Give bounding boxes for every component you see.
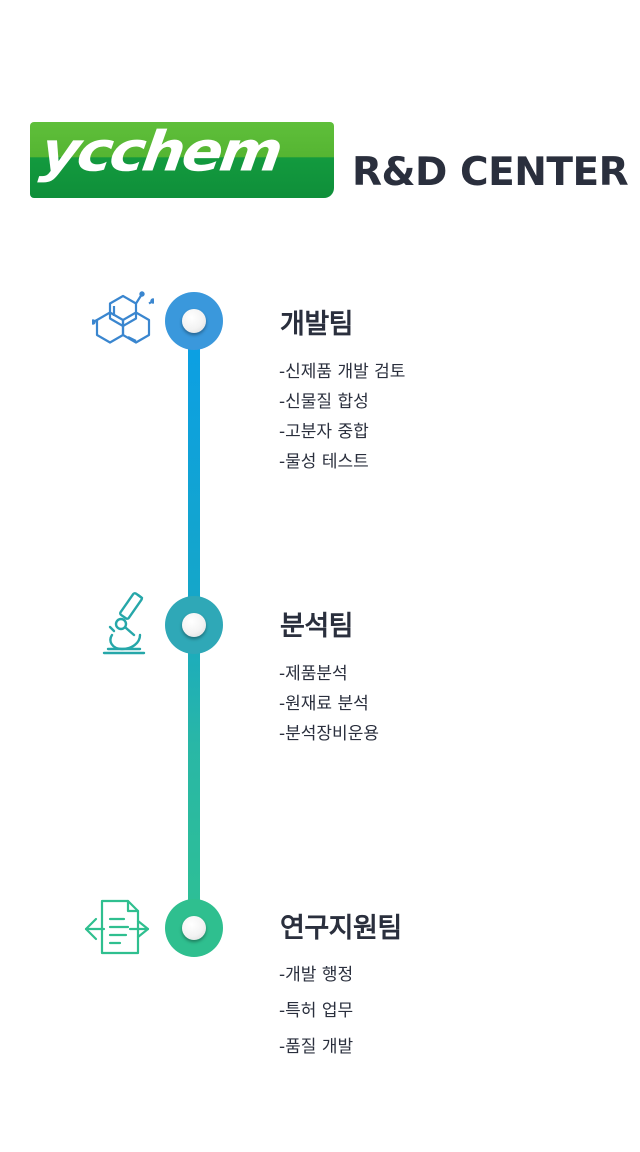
timeline-node-analysis — [165, 596, 223, 654]
document-arrows-icon — [84, 897, 150, 961]
timeline-node-research-support — [165, 899, 223, 957]
list-item: -신물질 합성 — [279, 392, 369, 412]
team-items-analysis: -제품분석 -원재료 분석 -분석장비운용 — [279, 662, 379, 752]
list-item: -신제품 개발 검토 — [279, 362, 406, 382]
microscope-icon — [100, 591, 148, 661]
list-item: -특허 업무 — [279, 1001, 354, 1021]
header: ycchem R&D CENTER — [0, 0, 640, 240]
list-item: -물성 테스트 — [279, 452, 369, 472]
list-item: -제품분석 — [279, 664, 348, 684]
list-item: -분석장비운용 — [279, 724, 379, 744]
list-item: -고분자 중합 — [279, 422, 369, 442]
timeline-node-development — [165, 292, 223, 350]
team-title-research-support: 연구지원팀 — [280, 913, 402, 944]
hexagon-molecule-icon — [90, 290, 156, 354]
team-items-development: -신제품 개발 검토 -신물질 합성 -고분자 중합 -물성 테스트 — [279, 360, 405, 480]
list-item: -개발 행정 — [279, 965, 354, 985]
list-item: -품질 개발 — [279, 1037, 354, 1057]
team-items-research-support: -개발 행정 -특허 업무 -품질 개발 — [279, 963, 353, 1071]
team-title-development: 개발팀 — [280, 309, 354, 340]
page-title: R&D CENTER — [352, 150, 629, 195]
ycchem-logo: ycchem — [30, 122, 334, 198]
team-title-analysis: 분석팀 — [280, 611, 354, 642]
list-item: -원재료 분석 — [279, 694, 369, 714]
logo-text: ycchem — [36, 122, 285, 185]
